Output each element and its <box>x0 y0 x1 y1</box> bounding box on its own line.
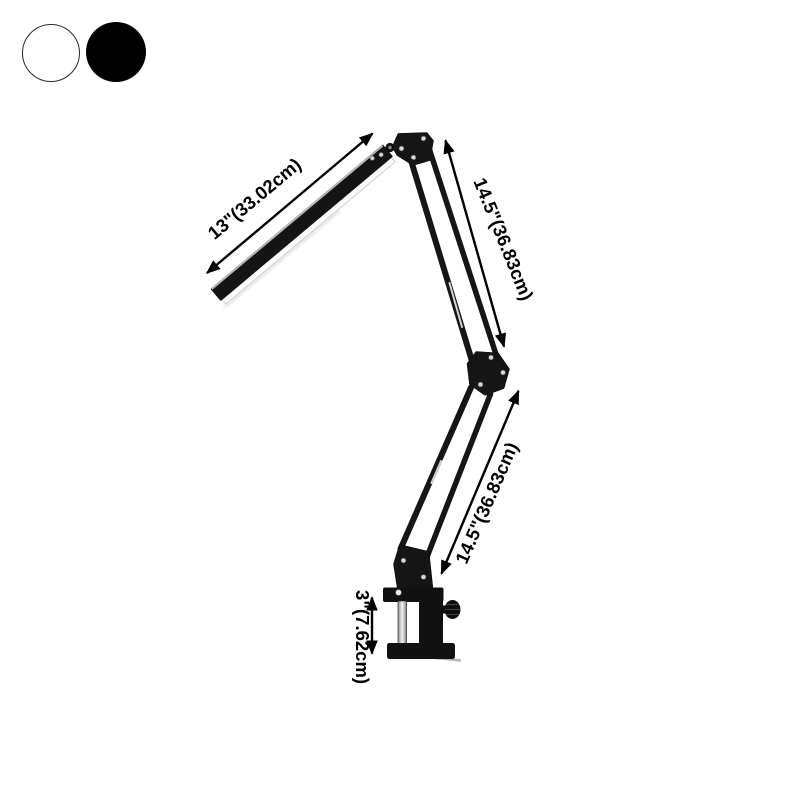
dim-arrow-upper-arm <box>443 139 507 348</box>
upper-arm-highlight <box>448 282 463 328</box>
color-swatch-white[interactable] <box>22 23 80 82</box>
clamp-spine <box>419 600 443 648</box>
color-options <box>22 22 146 82</box>
base-joint <box>393 544 434 591</box>
head-hinge-pin <box>388 145 392 150</box>
led-strip <box>220 156 396 305</box>
screw-icon <box>420 135 427 142</box>
lamp-head-shadow <box>223 209 341 309</box>
screw-icon <box>395 589 402 596</box>
screw-icon <box>420 574 427 580</box>
dim-label-clamp: 3"(7.62cm) <box>352 590 373 684</box>
color-swatch-black[interactable] <box>86 22 146 82</box>
screw-icon <box>477 381 484 388</box>
dim-label-upper-arm: 14.5"(36.83cm) <box>469 175 537 304</box>
screw-icon <box>400 557 407 564</box>
clamp-knob-stem <box>440 605 448 614</box>
screw-icon <box>500 369 506 376</box>
clamp-screw-rod <box>397 600 407 647</box>
lower-arm-highlight <box>430 460 442 484</box>
dim-arrow-lower-arm <box>440 389 520 575</box>
dim-label-lower-arm: 14.5"(36.83cm) <box>451 439 522 567</box>
screw-icon <box>378 152 384 158</box>
clamp-foot <box>387 643 455 659</box>
table-clamp <box>383 587 462 662</box>
screw-icon <box>398 145 405 152</box>
dim-arrow-lamp-head <box>205 132 374 274</box>
screw-icon <box>488 354 494 361</box>
clamp-top-bar <box>383 587 444 602</box>
